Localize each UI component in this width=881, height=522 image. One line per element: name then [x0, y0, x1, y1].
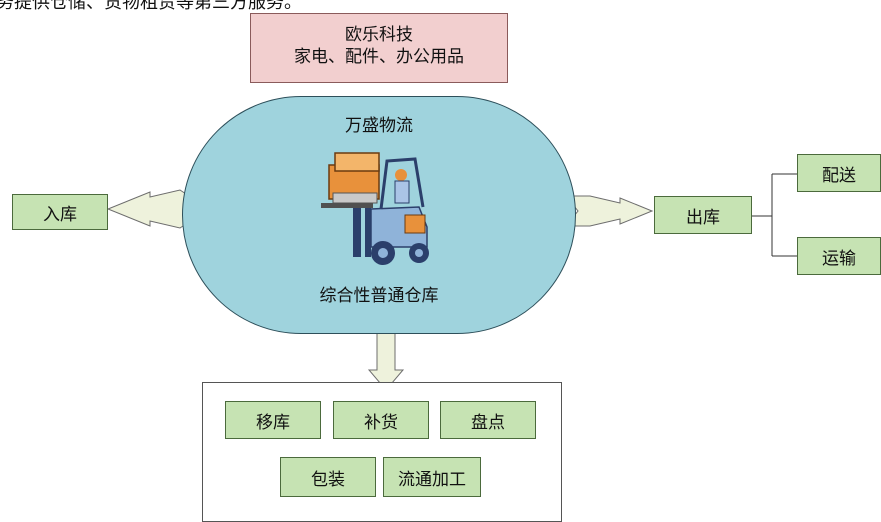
inbound-node: 入库: [12, 194, 108, 230]
company-products: 家电、配件、办公用品: [294, 47, 464, 67]
warehouse-node: 万盛物流 综合性普通仓库: [182, 96, 576, 334]
warehouse-type: 综合性普通仓库: [319, 286, 439, 306]
operation-inventory-count: 盘点: [440, 401, 536, 439]
company-box: 欧乐科技 家电、配件、办公用品: [250, 13, 508, 83]
header-fragment-text: 的服务提供仓储、货物租赁等第三方服务。: [0, 0, 302, 13]
operation-label: 移库: [256, 412, 290, 433]
operation-label: 包装: [311, 469, 345, 490]
warehouse-name: 万盛物流: [345, 116, 413, 136]
outbound-label: 出库: [686, 207, 720, 228]
outbound-node: 出库: [654, 196, 752, 234]
outbound-arrow: [564, 195, 654, 227]
inbound-label: 入库: [43, 204, 77, 225]
operation-label: 流通加工: [398, 469, 466, 490]
transport-label: 运输: [822, 248, 856, 269]
operation-packaging: 包装: [280, 457, 376, 497]
transport-node: 运输: [797, 237, 881, 275]
operation-processing: 流通加工: [383, 457, 481, 497]
company-name: 欧乐科技: [345, 25, 413, 45]
operation-label: 补货: [364, 412, 398, 433]
operation-relocate: 移库: [225, 401, 321, 439]
operation-replenish: 补货: [333, 401, 429, 439]
delivery-node: 配送: [797, 154, 881, 192]
delivery-label: 配送: [822, 165, 856, 186]
operation-label: 盘点: [471, 412, 505, 433]
forklift-icon: [321, 152, 429, 265]
